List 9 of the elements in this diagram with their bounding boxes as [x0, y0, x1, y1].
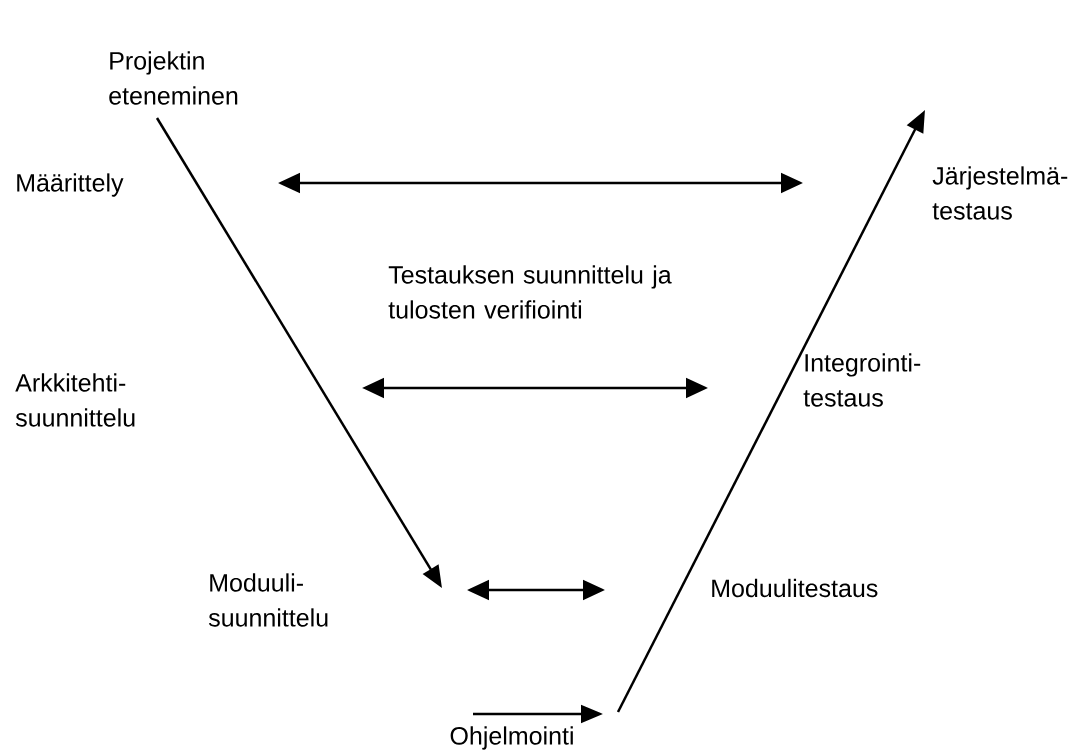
stage-label: Moduulitestaus: [712, 578, 878, 598]
stage-label: Järjestelmä- testaus: [932, 166, 1068, 220]
stage-label: Arkkitehti- suunnittelu: [15, 373, 135, 427]
stage-label: Määrittely: [17, 173, 124, 197]
note-text: Projektin eteneminen: [109, 51, 238, 105]
stage-label: Moduuli- suunnittelu: [208, 573, 328, 627]
stage-label: Integrointi- testaus: [803, 353, 921, 407]
note-text: Testauksen suunnittelu ja tulosten verifiointi: [388, 265, 672, 319]
stage-label: Ohjelmointi: [450, 726, 573, 750]
